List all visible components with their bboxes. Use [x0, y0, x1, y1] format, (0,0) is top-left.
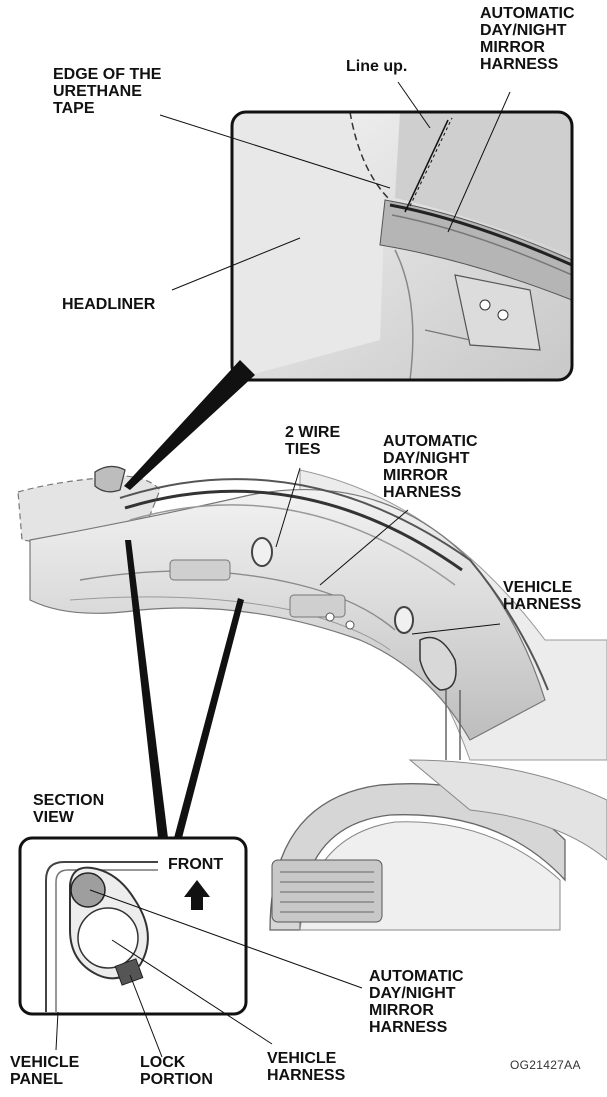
- label-automatic-day-night-mirror-harness-middle: AUTOMATIC DAY/NIGHT MIRROR HARNESS: [383, 433, 478, 501]
- label-automatic-day-night-mirror-harness-bottom: AUTOMATIC DAY/NIGHT MIRROR HARNESS: [369, 968, 464, 1036]
- label-automatic-day-night-mirror-harness-top: AUTOMATIC DAY/NIGHT MIRROR HARNESS: [480, 5, 575, 73]
- label-2-wire-ties: 2 WIRE TIES: [285, 424, 341, 458]
- label-vehicle-panel: VEHICLE PANEL: [10, 1054, 80, 1088]
- label-line-up: Line up.: [346, 58, 408, 75]
- top-detail-view: [230, 110, 574, 382]
- label-headliner: HEADLINER: [62, 296, 156, 313]
- leader-lines: [55, 81, 511, 1058]
- label-lock-portion: LOCK PORTION: [140, 1054, 213, 1088]
- section-callout-wedge-right: [174, 598, 244, 838]
- a-pillar-scene: [17, 465, 607, 761]
- label-section-view: SECTION VIEW: [33, 792, 105, 826]
- label-vehicle-harness-bottom: VEHICLE HARNESS: [267, 1050, 346, 1084]
- label-front: FRONT: [168, 856, 224, 873]
- label-edge-of-urethane-tape: EDGE OF THE URETHANE TAPE: [53, 66, 162, 117]
- top-callout-wedge: [124, 360, 255, 490]
- front-arrow-icon: [184, 880, 210, 910]
- section-view-window: [18, 836, 248, 1016]
- label-vehicle-harness-right: VEHICLE HARNESS: [503, 579, 582, 613]
- figure-code: OG21427AA: [510, 1058, 581, 1072]
- section-callout-wedge-left: [125, 540, 168, 838]
- steering-wheel: [269, 759, 607, 931]
